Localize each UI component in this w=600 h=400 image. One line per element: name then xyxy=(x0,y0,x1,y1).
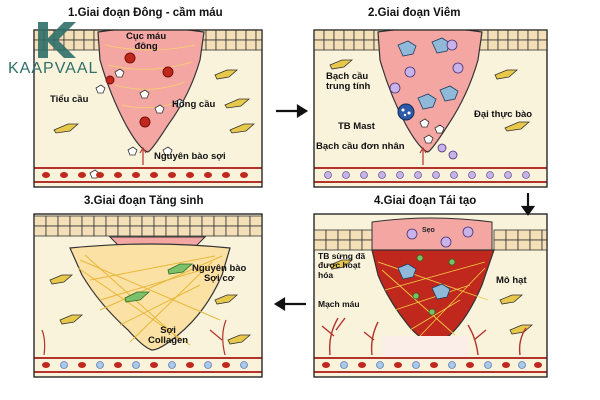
label-mast: TB Mast xyxy=(338,121,375,132)
blood-vessel xyxy=(34,167,262,183)
blood-vessel-branch xyxy=(321,317,527,356)
panel-4-title: 4.Giai đoạn Tái tạo xyxy=(374,195,477,207)
label-rbc: Hồng cầu xyxy=(172,99,216,110)
logo-text: KAAPVAAL xyxy=(8,60,99,77)
blood-vessel xyxy=(314,167,547,183)
label-neutrophil-line1: Bạch cầu xyxy=(326,71,369,82)
label-monocyte: Bạch cầu đơn nhân xyxy=(316,141,405,152)
kaapvaal-logo xyxy=(38,22,76,58)
macrophage xyxy=(397,37,459,110)
fibroblast xyxy=(53,69,256,134)
skin-layer xyxy=(314,30,547,51)
arrow-down xyxy=(520,193,536,216)
label-granulation: Mô hạt xyxy=(496,275,527,286)
label-scab: Sẹo xyxy=(422,227,435,234)
neutrophil xyxy=(389,39,464,94)
label-myofibroblast: Nguyên bào Sợi cơ xyxy=(192,263,247,285)
panel-2-title: 2.Giai đoạn Viêm xyxy=(368,7,461,19)
label-clot: Cục máu đông xyxy=(126,31,167,53)
platelet xyxy=(419,118,445,144)
label-myofibroblast-line1: Nguyên bào xyxy=(192,263,247,274)
arrow-left xyxy=(273,297,306,311)
label-myofibroblast-line2: Sợi cơ xyxy=(203,273,235,285)
fibroblast xyxy=(49,274,252,345)
label-platelet: Tiểu cầu xyxy=(50,94,89,105)
panel-remodeling xyxy=(313,213,548,378)
fibroblast xyxy=(329,259,534,335)
panel-proliferation xyxy=(33,213,263,378)
skin-layer xyxy=(314,229,547,251)
label-clot-line2: đông xyxy=(134,41,158,53)
blood-clot xyxy=(97,30,205,153)
myofibroblast xyxy=(124,263,194,303)
blood-vessel xyxy=(314,357,547,373)
skin-layer xyxy=(34,215,262,237)
panel-3-title: 3.Giai đoạn Tăng sinh xyxy=(84,195,204,207)
label-macrophage: Đại thực bào xyxy=(474,109,533,120)
monocyte xyxy=(437,143,458,160)
label-keratinocyte: TB sừng đã được hoạt hóa xyxy=(318,251,366,280)
label-fibroblast: Nguyên bào sợi xyxy=(154,151,226,162)
panel-1-title: 1.Giai đoạn Đông - cầm máu xyxy=(68,7,223,19)
platelet xyxy=(89,68,185,179)
label-neutrophil-line2: trung tính xyxy=(326,81,371,93)
blood-vessel xyxy=(34,357,262,373)
label-clot-line1: Cục máu xyxy=(126,31,167,42)
label-vessel: Mạch máu xyxy=(318,299,360,309)
mast-cell xyxy=(397,103,415,121)
label-collagen-line1: Sợi xyxy=(160,325,176,336)
label-collagen-line2: Collagen xyxy=(148,335,189,347)
scab xyxy=(371,217,493,251)
label-keratinocyte-line3: hóa xyxy=(318,269,334,280)
arrow-right xyxy=(276,104,309,118)
red-blood-cell xyxy=(105,52,174,128)
capillary xyxy=(41,319,227,356)
label-keratinocyte-line2: được hoạt xyxy=(318,260,361,271)
label-collagen: Sợi Collagen xyxy=(148,325,189,347)
panel-hemostasis xyxy=(33,29,263,188)
label-neutrophil: Bạch cầu trung tính xyxy=(326,71,371,93)
activated-keratinocyte xyxy=(412,254,456,316)
panel-inflammation xyxy=(313,29,548,188)
fibroblast xyxy=(329,59,531,132)
macrophage xyxy=(397,263,451,300)
label-keratinocyte-line1: TB sừng đã xyxy=(318,251,366,261)
